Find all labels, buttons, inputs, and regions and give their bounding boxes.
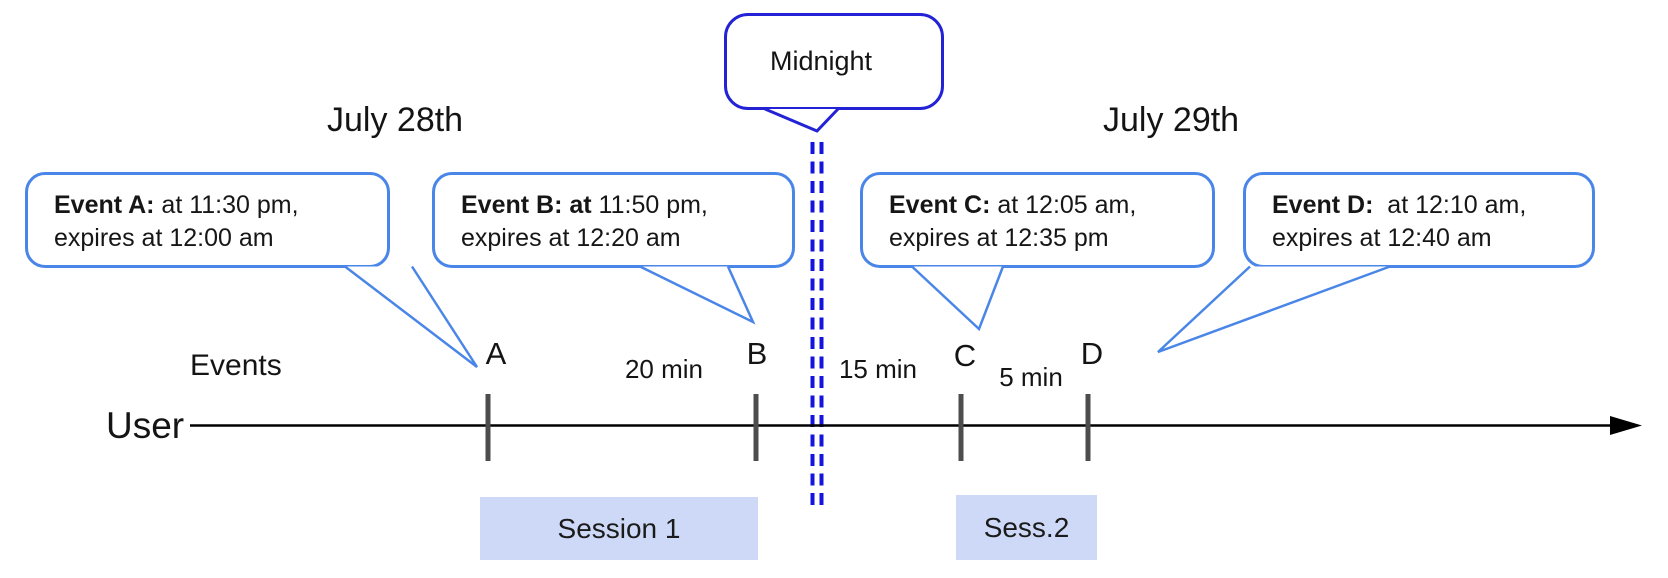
interval-label-5min: 5 min	[999, 362, 1063, 392]
session-2-label: Sess.2	[983, 511, 1070, 543]
session-2-box: Sess.2	[956, 495, 1097, 560]
date-label-july-28: July 28th	[327, 101, 464, 139]
midnight-callout: Midnight	[724, 13, 944, 110]
event-d-callout-tail	[1157, 265, 1391, 354]
midnight-label: Midnight	[769, 46, 873, 76]
event-c-callout: Event C: at 12:05 am, expires at 12:35 p…	[860, 172, 1215, 268]
point-label-b: B	[746, 336, 768, 371]
timeline-arrowhead-icon	[1610, 416, 1642, 435]
event-d-line1: Event D: at 12:10 am,	[1272, 191, 1527, 219]
event-b-callout-tail	[639, 265, 756, 325]
event-b-line1: Event B: at 11:50 pm,	[461, 191, 708, 219]
user-axis-label: User	[106, 405, 185, 446]
event-c-callout-tail	[911, 265, 1005, 332]
event-d-callout: Event D: at 12:10 am, expires at 12:40 a…	[1243, 172, 1595, 268]
midnight-callout-tail	[764, 107, 840, 133]
session-1-label: Session 1	[557, 512, 681, 544]
events-axis-label: Events	[190, 349, 282, 382]
event-a-line1: Event A: at 11:30 pm,	[54, 191, 299, 219]
point-label-c: C	[953, 338, 977, 373]
session-1-box: Session 1	[480, 497, 758, 560]
date-label-july-29: July 29th	[1103, 101, 1240, 139]
event-d-line2: expires at 12:40 am	[1272, 224, 1492, 252]
event-a-callout-tail	[344, 265, 479, 368]
event-a-callout: Event A: at 11:30 pm, expires at 12:00 a…	[25, 172, 390, 268]
event-b-callout: Event B: at 11:50 pm, expires at 12:20 a…	[432, 172, 795, 268]
point-label-d: D	[1080, 336, 1104, 371]
interval-label-15min: 15 min	[838, 354, 918, 384]
event-c-line2: expires at 12:35 pm	[889, 224, 1109, 252]
event-c-line1: Event C: at 12:05 am,	[889, 191, 1137, 219]
interval-label-20min: 20 min	[624, 354, 704, 384]
point-label-a: A	[485, 336, 507, 371]
event-b-line2: expires at 12:20 am	[461, 224, 681, 252]
event-a-line2: expires at 12:00 am	[54, 224, 274, 252]
